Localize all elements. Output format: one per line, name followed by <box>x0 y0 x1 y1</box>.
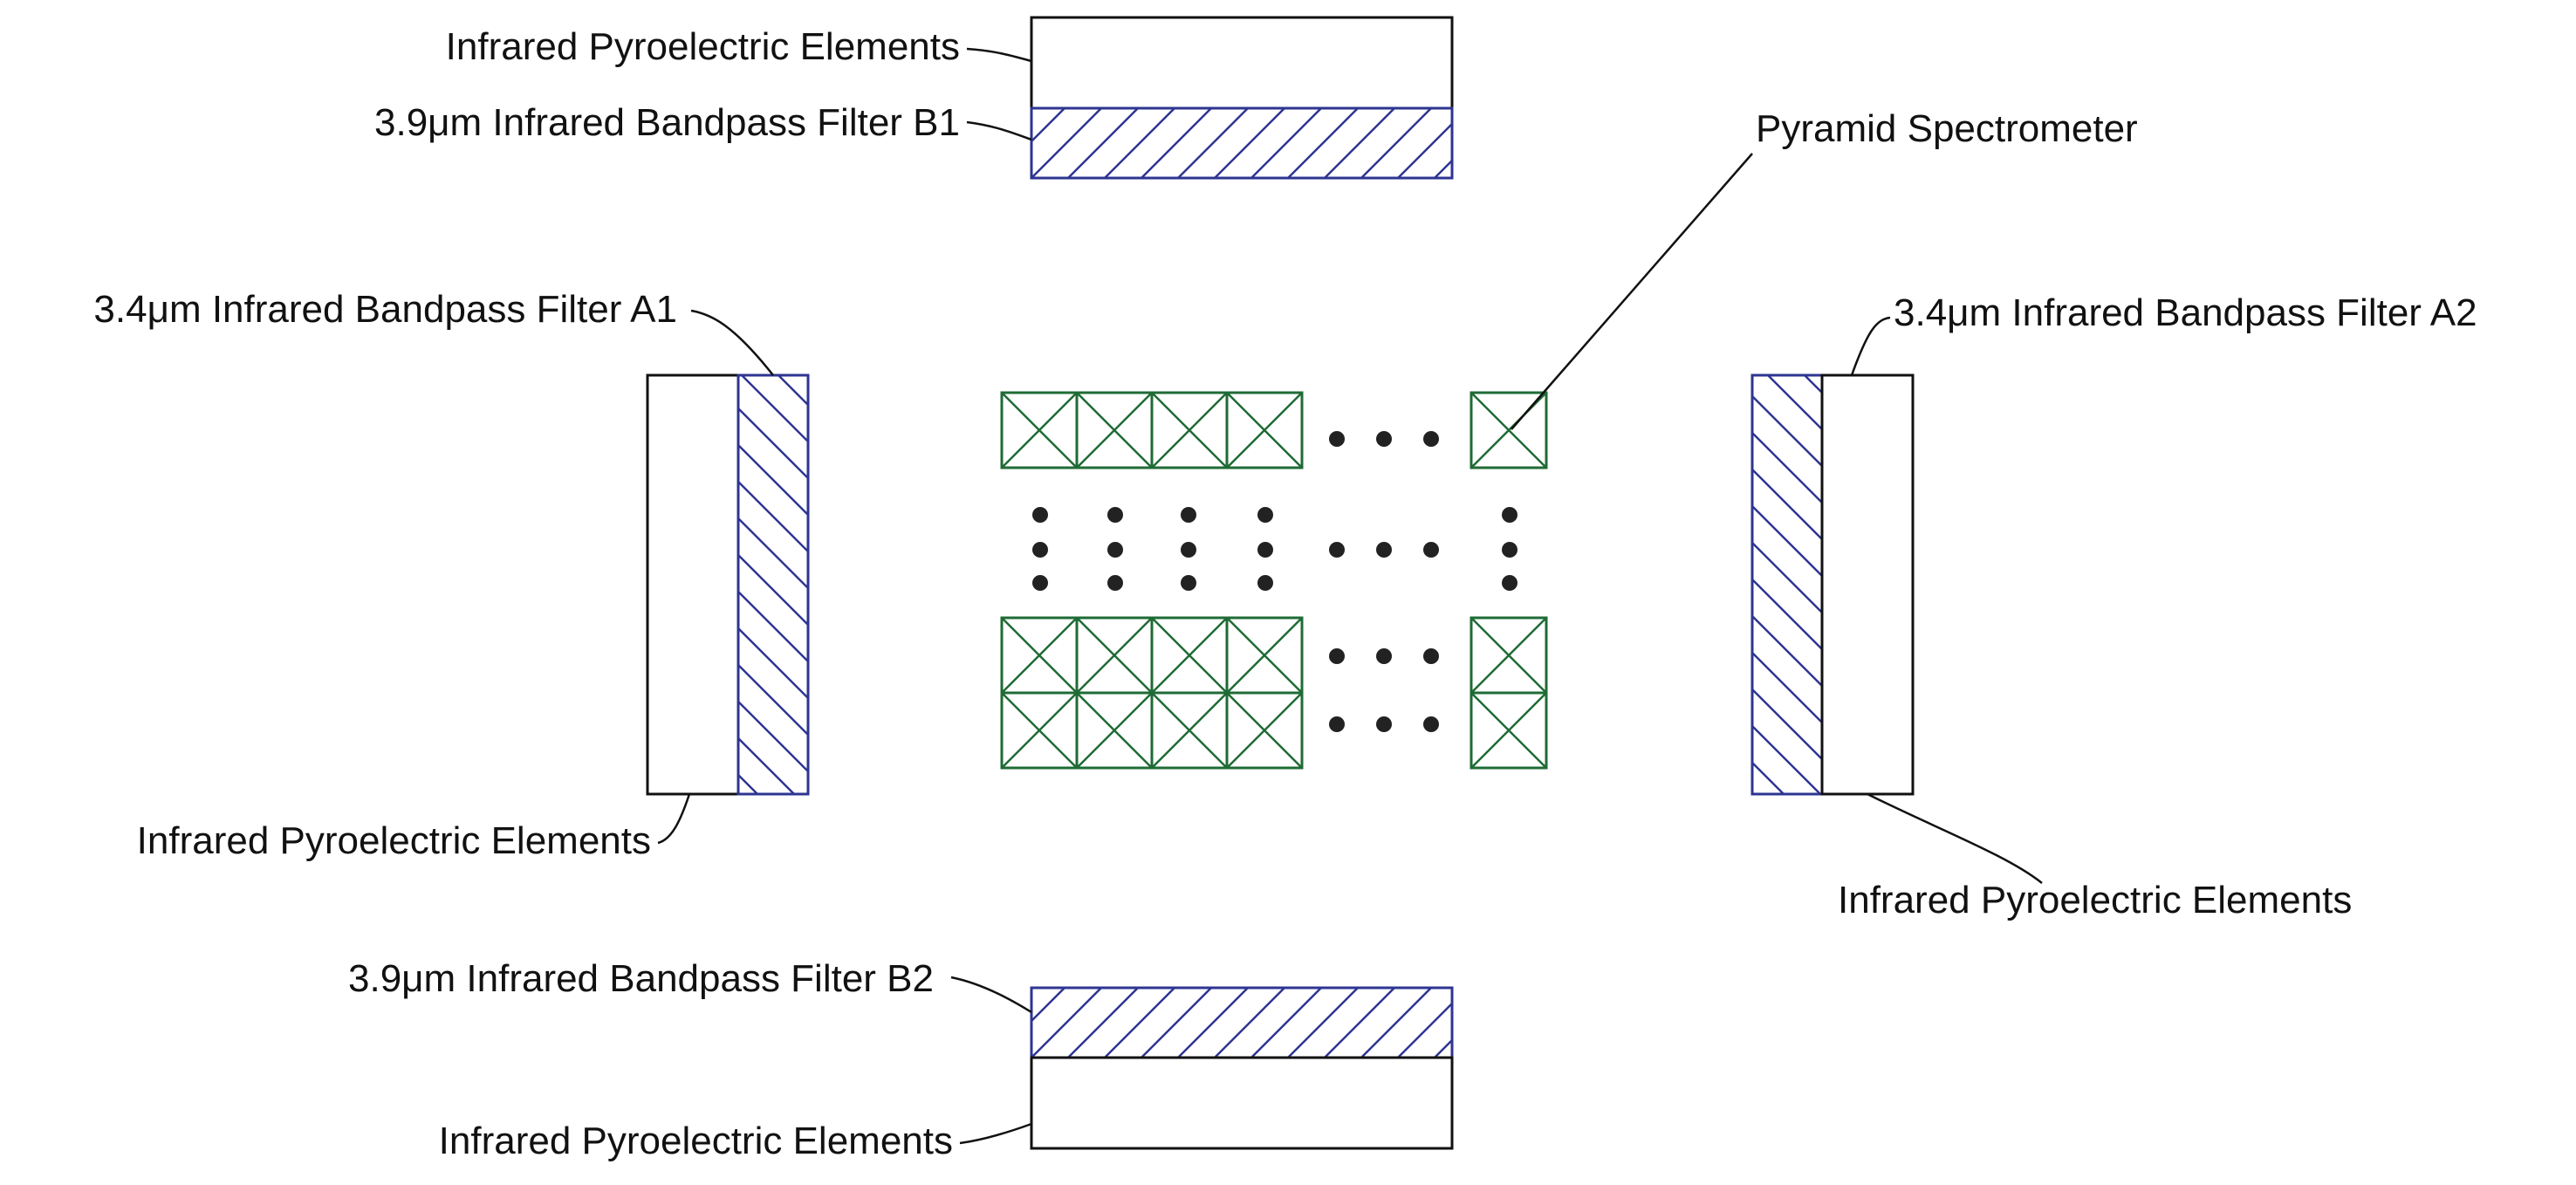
ellipsis-dot <box>1032 575 1048 591</box>
pyramid-cell <box>1150 391 1229 469</box>
ellipsis-dot <box>1329 542 1345 558</box>
leader-filter-b2 <box>950 976 1032 1014</box>
pyramid-cell <box>1000 391 1079 469</box>
bottom-assembly: 3.9μm Infrared Bandpass Filter B2 Infrar… <box>348 957 1454 1162</box>
label-filter-a1: 3.4μm Infrared Bandpass Filter A1 <box>93 288 677 331</box>
pyroelectric-element-top <box>1030 16 1454 110</box>
pyramid-cell <box>1000 691 1079 770</box>
ellipsis-dot <box>1032 542 1048 558</box>
ellipsis-dot <box>1107 575 1123 591</box>
label-filter-a2: 3.4μm Infrared Bandpass Filter A2 <box>1894 291 2477 334</box>
leader-pyro-left <box>657 793 691 845</box>
ellipsis-dot <box>1423 431 1439 447</box>
ellipsis-dot <box>1376 431 1392 447</box>
pyramid-cell <box>1000 616 1079 695</box>
ellipsis-dot <box>1329 648 1345 664</box>
filter-b2 <box>1030 986 1454 1059</box>
ellipsis-dot <box>1423 542 1439 558</box>
ellipsis-dot <box>1502 507 1518 523</box>
ellipsis-dot <box>1181 542 1196 558</box>
leader-filter-b1 <box>966 120 1032 141</box>
label-pyro-top: Infrared Pyroelectric Elements <box>446 25 960 68</box>
leader-pyro-bottom <box>959 1122 1032 1145</box>
ellipsis-dot <box>1257 507 1273 523</box>
left-assembly: 3.4μm Infrared Bandpass Filter A1 Infrar… <box>93 288 810 862</box>
pyramid-cell <box>1225 616 1304 695</box>
filter-a2 <box>1750 373 1824 796</box>
ellipsis-dot <box>1502 575 1518 591</box>
ellipsis-dot <box>1329 716 1345 732</box>
ellipsis-dot <box>1376 716 1392 732</box>
ellipsis-dot <box>1257 575 1273 591</box>
filter-b1 <box>1030 106 1454 180</box>
ellipsis-dot <box>1107 542 1123 558</box>
top-assembly: Infrared Pyroelectric Elements 3.9μm Inf… <box>374 16 1454 180</box>
ellipsis-dot <box>1257 542 1273 558</box>
ellipsis-dot <box>1181 507 1196 523</box>
ellipsis-dot <box>1423 648 1439 664</box>
pyramid-cell <box>1225 691 1304 770</box>
ellipsis-dot <box>1032 507 1048 523</box>
label-pyro-right: Infrared Pyroelectric Elements <box>1838 879 2352 921</box>
pyramid-cell <box>1470 391 1548 469</box>
ellipsis-dot <box>1107 507 1123 523</box>
label-filter-b1: 3.9μm Infrared Bandpass Filter B1 <box>374 101 960 144</box>
pyramid-cell <box>1225 391 1304 469</box>
label-pyramid-spectrometer: Pyramid Spectrometer <box>1756 107 2138 150</box>
ellipsis-dot <box>1181 575 1196 591</box>
ellipsis-dot <box>1502 542 1518 558</box>
ellipsis-dot <box>1423 716 1439 732</box>
pyramid-cell <box>1075 691 1154 770</box>
pyramid-cell <box>1150 691 1229 770</box>
leader-filter-a1 <box>690 309 774 376</box>
ellipsis-dot <box>1329 431 1345 447</box>
ellipsis-dot <box>1376 648 1392 664</box>
label-filter-b2: 3.9μm Infrared Bandpass Filter B2 <box>348 957 934 1000</box>
leader-filter-a2 <box>1850 316 1891 376</box>
filter-a1 <box>736 373 810 796</box>
pyramid-cell <box>1150 616 1229 695</box>
pyramid-cell <box>1470 616 1548 695</box>
label-pyro-left: Infrared Pyroelectric Elements <box>137 819 651 862</box>
ellipsis-dot <box>1376 542 1392 558</box>
pyramid-cell <box>1470 691 1548 770</box>
pyroelectric-element-right <box>1820 373 1915 796</box>
pyramid-cell <box>1075 391 1154 469</box>
leader-pyro-top <box>966 47 1032 63</box>
pyramid-cell <box>1075 616 1154 695</box>
label-pyro-bottom: Infrared Pyroelectric Elements <box>439 1120 953 1162</box>
leader-pyro-right <box>1867 792 2043 884</box>
leader-pyramid-spectrometer <box>1511 153 1753 430</box>
pyramid-spectrometer-array <box>1000 391 1548 770</box>
pyroelectric-element-left <box>646 373 740 796</box>
right-assembly: 3.4μm Infrared Bandpass Filter A2 Infrar… <box>1750 291 2477 921</box>
pyroelectric-element-bottom <box>1030 1056 1454 1150</box>
